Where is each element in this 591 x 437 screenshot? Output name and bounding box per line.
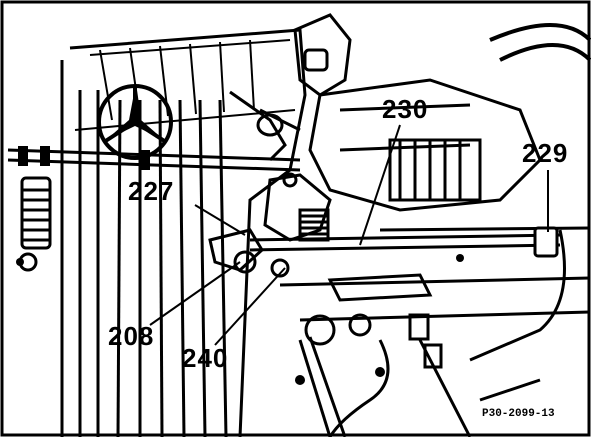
throttle-actuator-housing [293,13,542,212]
callout-227: 227 [128,176,175,206]
right-housing-edge [469,229,566,402]
central-linkage [208,172,332,278]
figure-reference-code: P30-2099-13 [482,408,555,420]
pivot-arm [229,90,301,162]
callout-208: 208 [108,321,155,351]
lower-bracket [298,273,472,437]
star-emblem-fill [106,88,164,140]
rod-bolts [18,146,150,170]
rod-connector [533,226,559,258]
hardware-fasteners [16,254,464,385]
callout-240: 240 [182,343,229,373]
callout-leaders [149,124,549,346]
callout-229: 229 [522,138,569,168]
callout-230: 230 [382,94,429,124]
air-hose [489,23,591,62]
